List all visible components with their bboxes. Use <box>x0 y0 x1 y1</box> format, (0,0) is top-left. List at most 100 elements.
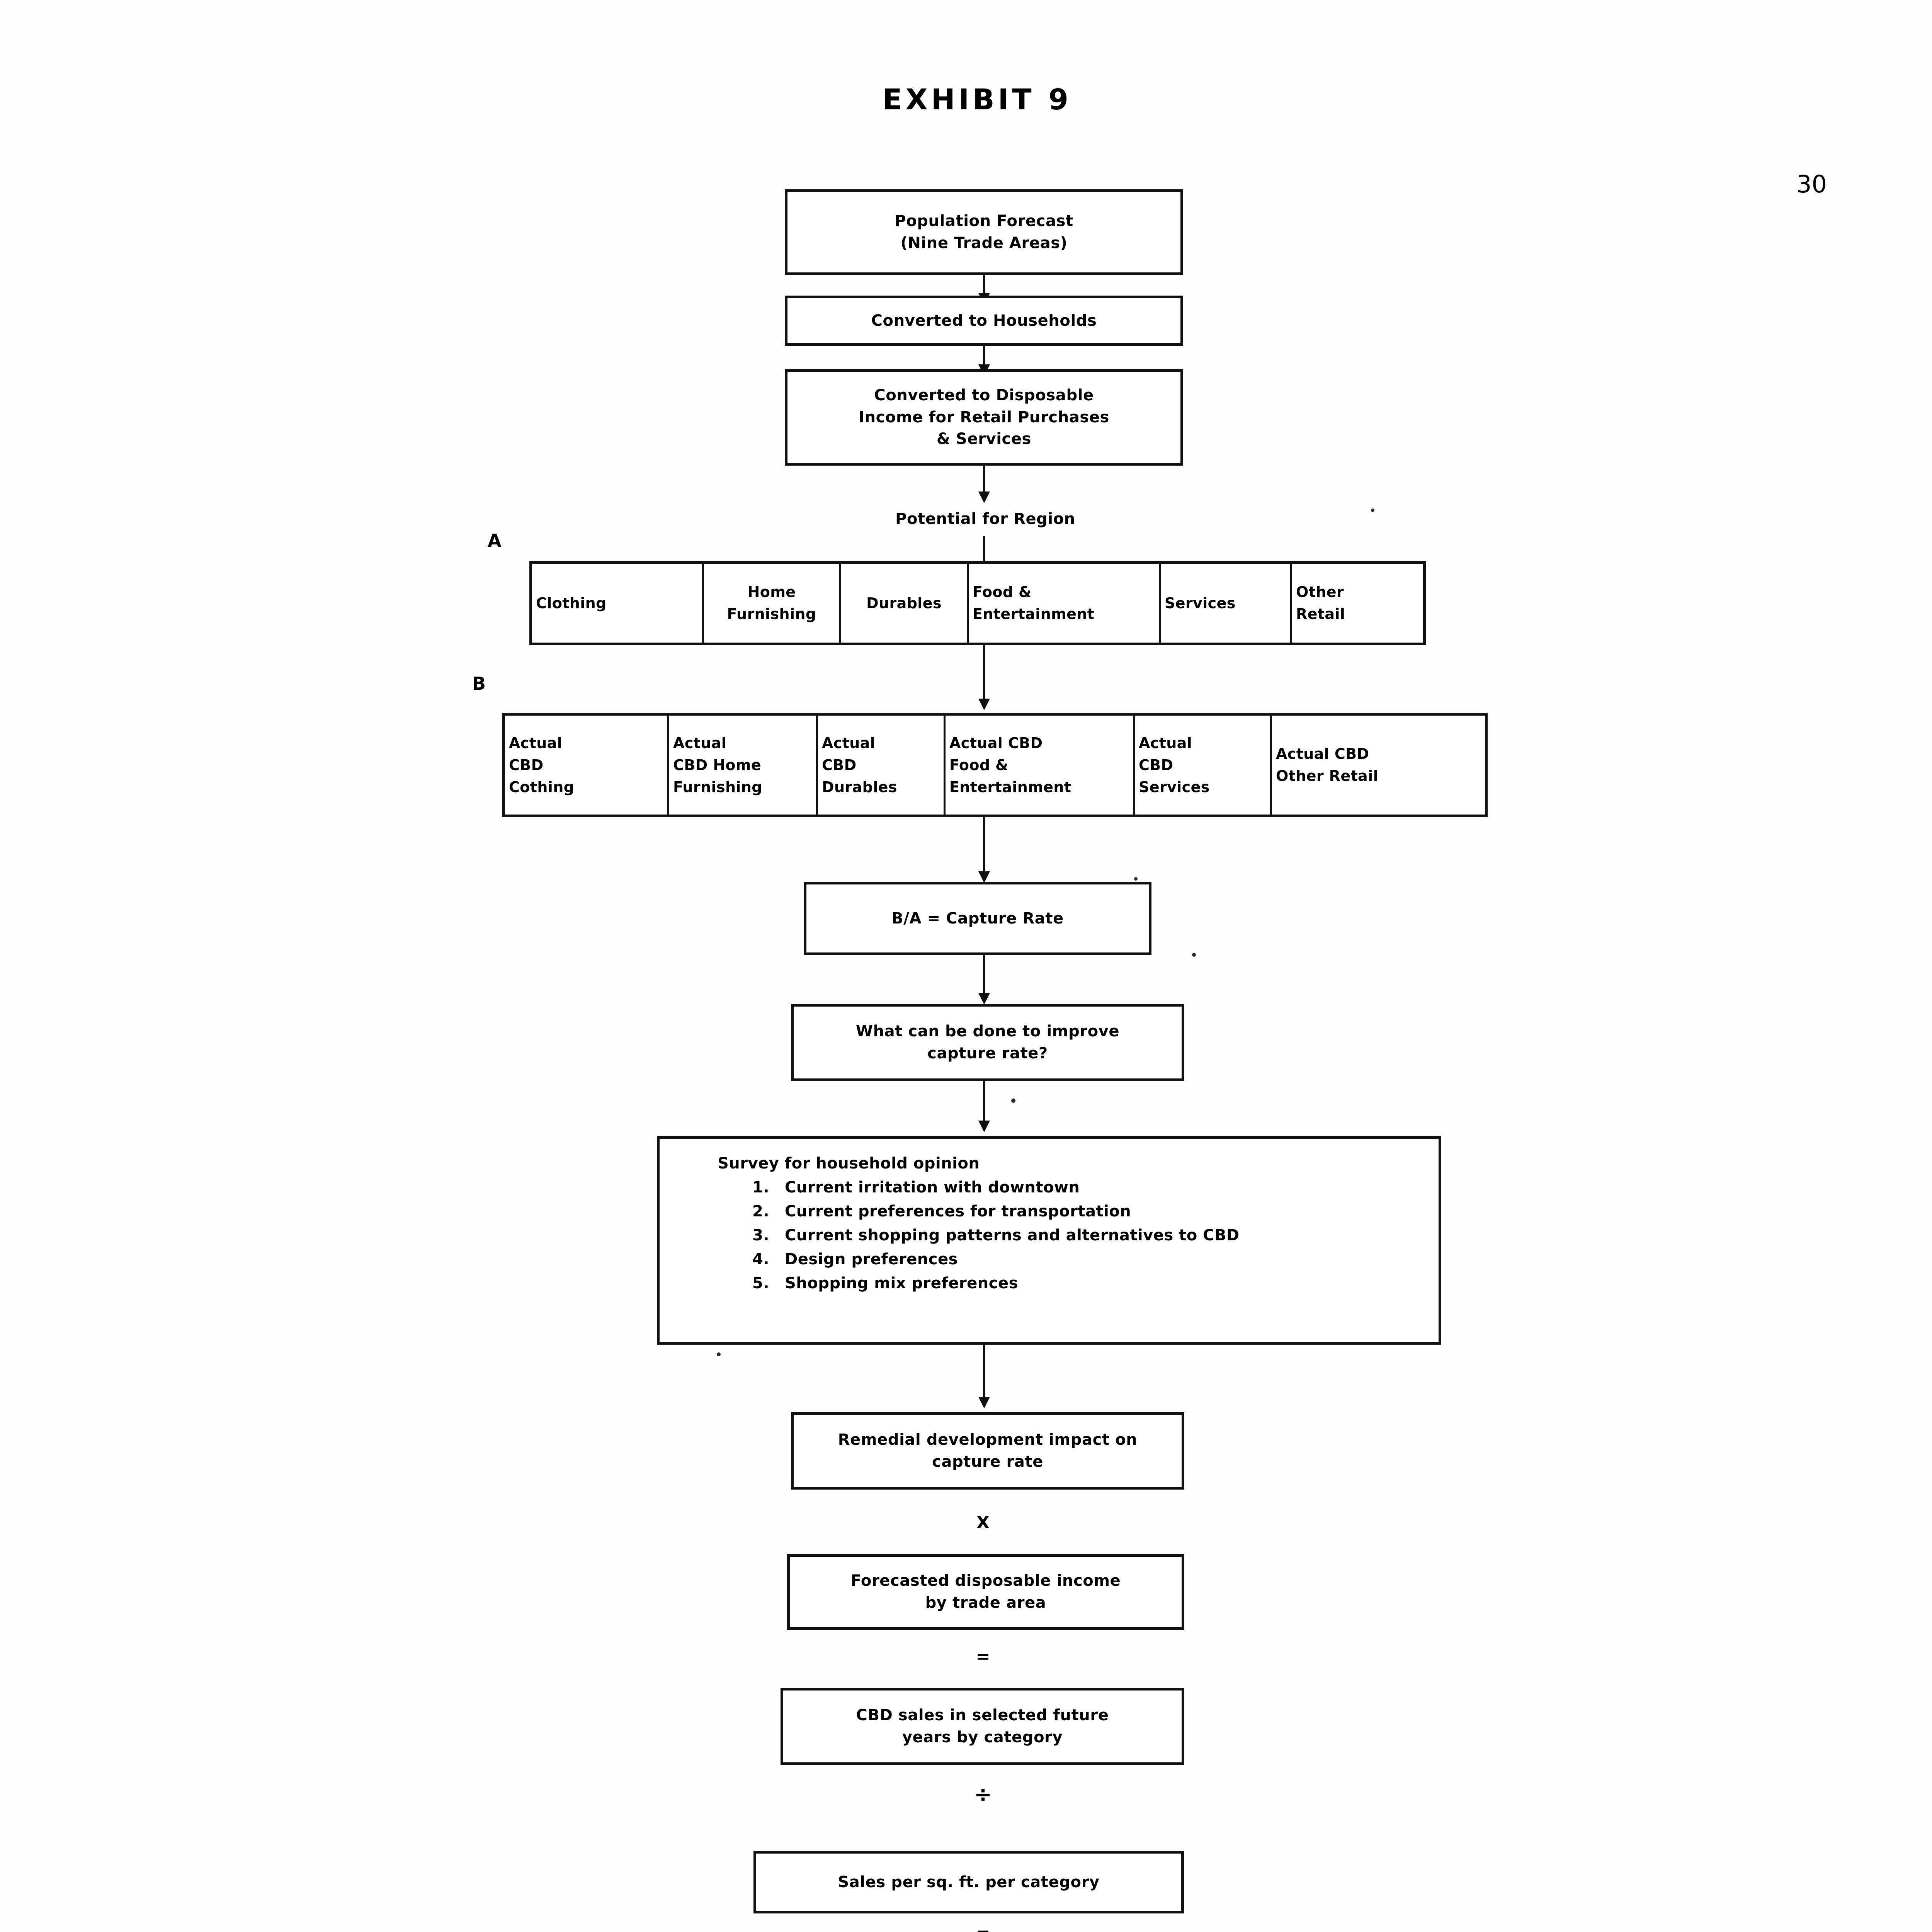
survey-item: 2. Current preferences for transportatio… <box>752 1204 1439 1219</box>
survey-item: 4. Design preferences <box>752 1252 1439 1267</box>
table-region-potential: Clothing Home Furnishing Durables Food &… <box>529 561 1426 645</box>
survey-item-text: Current preferences for transportation <box>785 1202 1131 1220</box>
box-population-forecast: Population Forecast (Nine Trade Areas) <box>785 189 1183 275</box>
marker-b: B <box>472 673 486 694</box>
table-b-food-line2: Food & <box>949 756 1009 774</box>
box-forecast-income-line2: by trade area <box>925 1594 1046 1612</box>
survey-item-text: Design preferences <box>785 1250 958 1268</box>
survey-item-text: Current shopping patterns and alternativ… <box>785 1226 1240 1244</box>
operator-multiply: X <box>976 1513 990 1532</box>
table-a-cell-food-entertainment: Food & Entertainment <box>967 564 1159 643</box>
box-remedial-development: Remedial development impact on capture r… <box>791 1412 1184 1490</box>
arrowhead-table-b <box>978 699 990 710</box>
table-a-cell-home-furnishing: Home Furnishing <box>702 564 839 643</box>
table-a-cell-durables: Durables <box>839 564 967 643</box>
box-remedial-line1: Remedial development impact on <box>838 1431 1138 1449</box>
table-b-food-line3: Entertainment <box>949 778 1071 796</box>
operator-divide: ÷ <box>974 1782 992 1807</box>
table-b-clothing-line3: Cothing <box>509 778 575 796</box>
arrowhead-capture-rate <box>978 871 990 883</box>
connector-potential-to-table-a <box>983 536 985 561</box>
table-b-home-line3: Furnishing <box>673 778 762 796</box>
survey-item-number: 1. <box>752 1179 770 1196</box>
table-a-food-line2: Entertainment <box>973 605 1095 622</box>
table-a-cell-other-retail: Other Retail <box>1290 564 1390 643</box>
table-b-services-line1: Actual <box>1139 734 1192 752</box>
box-improve-line2: capture rate? <box>927 1044 1048 1062</box>
box-population-forecast-line2: (Nine Trade Areas) <box>900 234 1068 252</box>
box-population-forecast-line1: Population Forecast <box>895 212 1073 230</box>
arrowhead-potential <box>978 492 990 503</box>
table-a-home-furnishing-line2: Furnishing <box>727 605 816 622</box>
box-survey-household-opinion: Survey for household opinion 1. Current … <box>657 1136 1441 1345</box>
table-b-services-line3: Services <box>1139 778 1210 796</box>
connector-households-to-disposable <box>983 346 985 369</box>
marker-a: A <box>488 530 502 551</box>
table-b-cell-food-entertainment: Actual CBD Food & Entertainment <box>944 716 1133 815</box>
caption-potential-for-region: Potential for Region <box>895 510 1075 528</box>
box-capture-rate: B/A = Capture Rate <box>804 882 1151 955</box>
box-remedial-line2: capture rate <box>932 1453 1043 1471</box>
box-improve-capture-rate: What can be done to improve capture rate… <box>791 1004 1184 1081</box>
table-b-cell-clothing: Actual CBD Cothing <box>505 716 667 815</box>
table-b-home-line1: Actual <box>673 734 727 752</box>
box-improve-line1: What can be done to improve <box>855 1022 1120 1041</box>
scan-speck <box>1371 509 1374 512</box>
box-disposable-line2: Income for Retail Purchases <box>859 408 1109 426</box>
box-disposable-line1: Converted to Disposable <box>874 386 1094 404</box>
scan-speck <box>717 1352 721 1356</box>
table-b-clothing-line2: CBD <box>509 756 544 774</box>
table-b-cell-other-retail: Actual CBD Other Retail <box>1270 716 1485 815</box>
survey-heading: Survey for household opinion <box>718 1155 980 1172</box>
box-forecasted-disposable-income: Forecasted disposable income by trade ar… <box>787 1554 1184 1630</box>
table-b-durables-line3: Durables <box>822 778 897 796</box>
survey-item-number: 2. <box>752 1202 770 1220</box>
table-b-other-line2: Other Retail <box>1276 767 1378 784</box>
table-b-durables-line1: Actual <box>822 734 876 752</box>
arrowhead-survey <box>978 1121 990 1132</box>
operator-equals-1: = <box>976 1647 990 1667</box>
box-converted-disposable-income: Converted to Disposable Income for Retai… <box>785 369 1183 466</box>
box-converted-households-line1: Converted to Households <box>871 311 1097 330</box>
table-a-cell-services: Services <box>1159 564 1290 643</box>
operator-equals-2: = <box>964 1923 1002 1932</box>
connector-disposable-to-potential <box>983 466 985 495</box>
box-disposable-line3: & Services <box>937 430 1031 448</box>
table-b-cell-services: Actual CBD Services <box>1133 716 1270 815</box>
arrowhead-remedial <box>978 1397 990 1408</box>
survey-item-number: 5. <box>752 1274 770 1292</box>
table-a-other-retail-line1: Other <box>1296 583 1344 600</box>
survey-item-text: Shopping mix preferences <box>785 1274 1018 1292</box>
table-a-food-line1: Food & <box>973 583 1032 600</box>
table-actual-cbd: Actual CBD Cothing Actual CBD Home Furni… <box>502 713 1488 817</box>
box-cbd-sales-line1: CBD sales in selected future <box>856 1706 1109 1725</box>
survey-item-number: 3. <box>752 1226 770 1244</box>
page-number: 30 <box>1796 170 1827 198</box>
table-b-other-line1: Actual CBD <box>1276 745 1369 762</box>
connector-improve-to-survey <box>983 1081 985 1128</box>
arrowhead-improve <box>978 993 990 1005</box>
table-a-durables-line1: Durables <box>866 594 942 612</box>
box-cbd-sales-line2: years by category <box>902 1728 1063 1746</box>
survey-item: 1. Current irritation with downtown <box>752 1180 1439 1195</box>
scan-speck <box>1011 1099 1015 1103</box>
box-cbd-sales: CBD sales in selected future years by ca… <box>781 1688 1184 1765</box>
survey-item: 3. Current shopping patterns and alterna… <box>752 1228 1439 1243</box>
table-b-services-line2: CBD <box>1139 756 1173 774</box>
connector-population-to-households <box>983 275 985 297</box>
box-sales-sqft-line1: Sales per sq. ft. per category <box>838 1873 1100 1891</box>
table-a-home-furnishing-line1: Home <box>747 583 796 600</box>
table-b-cell-home-furnishing: Actual CBD Home Furnishing <box>667 716 816 815</box>
scan-speck <box>1134 877 1138 881</box>
table-a-clothing-line1: Clothing <box>536 594 607 612</box>
box-sales-per-sqft: Sales per sq. ft. per category <box>753 1851 1184 1913</box>
survey-item: 5. Shopping mix preferences <box>752 1276 1439 1291</box>
table-a-services-line1: Services <box>1165 594 1236 612</box>
table-a-cell-clothing: Clothing <box>532 564 702 643</box>
box-forecast-income-line1: Forecasted disposable income <box>850 1572 1121 1590</box>
connector-capture-to-improve <box>983 955 985 1002</box>
table-b-clothing-line1: Actual <box>509 734 563 752</box>
survey-item-number: 4. <box>752 1250 770 1268</box>
table-b-home-line2: CBD Home <box>673 756 762 774</box>
